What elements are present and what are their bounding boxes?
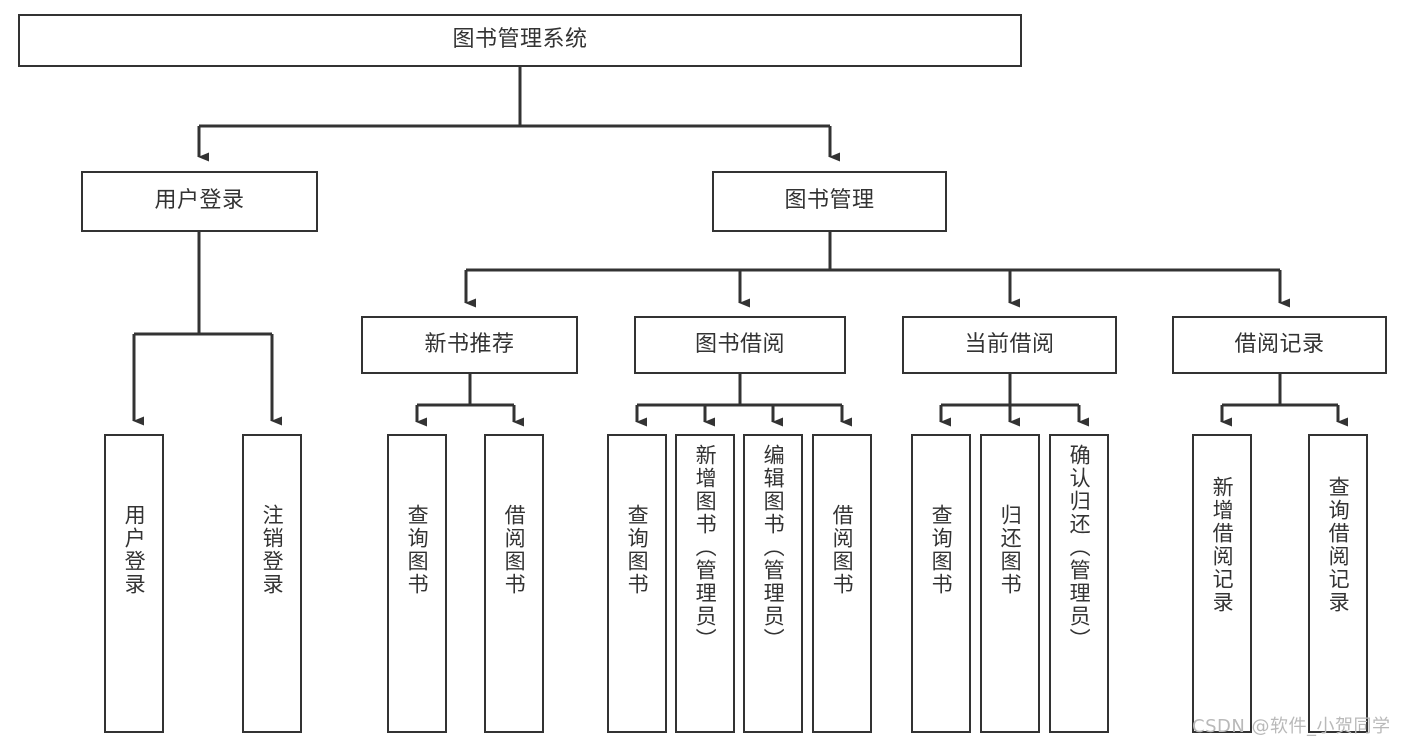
node-leaf-confirm-return-label: 确认归还（管理员） <box>1067 444 1092 651</box>
node-leaf-query-book-1-label: 查询图书 <box>405 504 430 596</box>
node-leaf-query-book-1[interactable]: 查询图书 <box>387 434 447 733</box>
node-leaf-confirm-return[interactable]: 确认归还（管理员） <box>1049 434 1109 733</box>
node-leaf-edit-book[interactable]: 编辑图书（管理员） <box>743 434 803 733</box>
node-leaf-add-book-label: 新增图书（管理员） <box>693 444 718 651</box>
node-root[interactable]: 图书管理系统 <box>18 14 1022 67</box>
node-book-borrow-label: 图书借阅 <box>694 331 785 357</box>
node-book-management[interactable]: 图书管理 <box>712 171 947 232</box>
node-new-book-recommend-label: 新书推荐 <box>424 331 515 357</box>
node-leaf-add-book[interactable]: 新增图书（管理员） <box>675 434 735 733</box>
node-user-login[interactable]: 用户登录 <box>81 171 318 232</box>
node-leaf-borrow-book-2[interactable]: 借阅图书 <box>812 434 872 733</box>
node-leaf-user-login[interactable]: 用户登录 <box>104 434 164 733</box>
node-leaf-query-book-3[interactable]: 查询图书 <box>911 434 971 733</box>
node-book-management-label: 图书管理 <box>784 188 875 214</box>
node-borrow-record-label: 借阅记录 <box>1234 331 1325 357</box>
node-current-borrow[interactable]: 当前借阅 <box>902 316 1117 374</box>
node-leaf-query-book-2-label: 查询图书 <box>625 504 650 596</box>
node-book-borrow[interactable]: 图书借阅 <box>634 316 846 374</box>
node-leaf-logout-login-label: 注销登录 <box>260 504 285 596</box>
node-leaf-edit-book-label: 编辑图书（管理员） <box>761 444 786 651</box>
node-leaf-user-login-label: 用户登录 <box>122 504 147 596</box>
node-leaf-borrow-book-1-label: 借阅图书 <box>502 504 527 596</box>
node-root-label: 图书管理系统 <box>452 27 588 53</box>
node-leaf-return-book[interactable]: 归还图书 <box>980 434 1040 733</box>
node-leaf-query-record[interactable]: 查询借阅记录 <box>1308 434 1368 733</box>
node-new-book-recommend[interactable]: 新书推荐 <box>361 316 578 374</box>
node-leaf-return-book-label: 归还图书 <box>998 504 1023 596</box>
node-leaf-add-record[interactable]: 新增借阅记录 <box>1192 434 1252 733</box>
node-leaf-logout-login[interactable]: 注销登录 <box>242 434 302 733</box>
node-leaf-query-book-2[interactable]: 查询图书 <box>607 434 667 733</box>
node-leaf-add-record-label: 新增借阅记录 <box>1210 476 1235 614</box>
node-leaf-query-book-3-label: 查询图书 <box>929 504 954 596</box>
node-current-borrow-label: 当前借阅 <box>964 331 1055 357</box>
node-leaf-borrow-book-1[interactable]: 借阅图书 <box>484 434 544 733</box>
node-borrow-record[interactable]: 借阅记录 <box>1172 316 1387 374</box>
node-leaf-borrow-book-2-label: 借阅图书 <box>830 504 855 596</box>
node-user-login-label: 用户登录 <box>154 188 245 214</box>
node-leaf-query-record-label: 查询借阅记录 <box>1326 476 1351 614</box>
